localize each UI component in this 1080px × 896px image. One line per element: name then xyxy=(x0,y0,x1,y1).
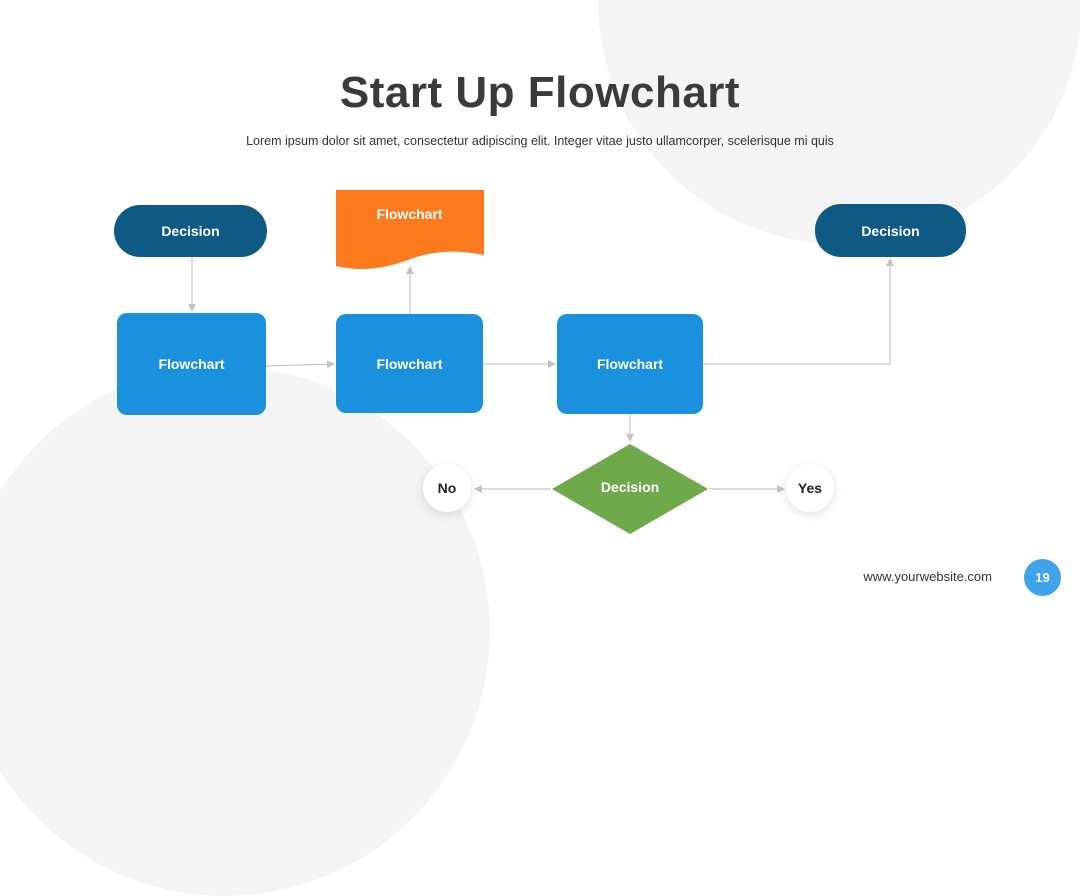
document-node xyxy=(336,190,484,269)
website-link[interactable]: www.yourwebsite.com xyxy=(863,569,992,584)
slide-title: Start Up Flowchart xyxy=(339,68,741,117)
no-outcome-node: No xyxy=(423,464,471,512)
connector-flow1-to-flow2 xyxy=(265,360,335,369)
yes-outcome-label: Yes xyxy=(797,480,823,496)
flowchart-node-2: Flowchart xyxy=(336,314,483,413)
slide-subtitle: Lorem ipsum dolor sit amet, consectetur … xyxy=(246,134,834,148)
page-number-badge: 19 xyxy=(1024,559,1061,596)
flowchart-node-label: Flowchart xyxy=(596,356,664,372)
connector-lines xyxy=(188,257,894,493)
flowchart-node-label: Flowchart xyxy=(158,356,225,372)
decision-node-label: Decision xyxy=(861,222,920,239)
yes-outcome-node: Yes xyxy=(786,464,834,512)
connector-flow3-to-decision xyxy=(703,258,894,365)
decision-node-left: Decision xyxy=(114,205,267,257)
page-number: 19 xyxy=(1035,570,1050,585)
flowchart-node-label: Flowchart xyxy=(376,355,443,372)
decision-node-label: Decision xyxy=(161,223,220,239)
flowchart-node-3: Flowchart xyxy=(557,314,703,414)
decision-diamond xyxy=(552,444,708,534)
decision-diamond-label: Decision xyxy=(600,479,660,495)
flowchart-node-1: Flowchart xyxy=(117,313,266,415)
document-node-label: Flowchart xyxy=(376,206,443,222)
decision-node-right: Decision xyxy=(815,204,966,257)
no-outcome-label: No xyxy=(437,480,457,496)
